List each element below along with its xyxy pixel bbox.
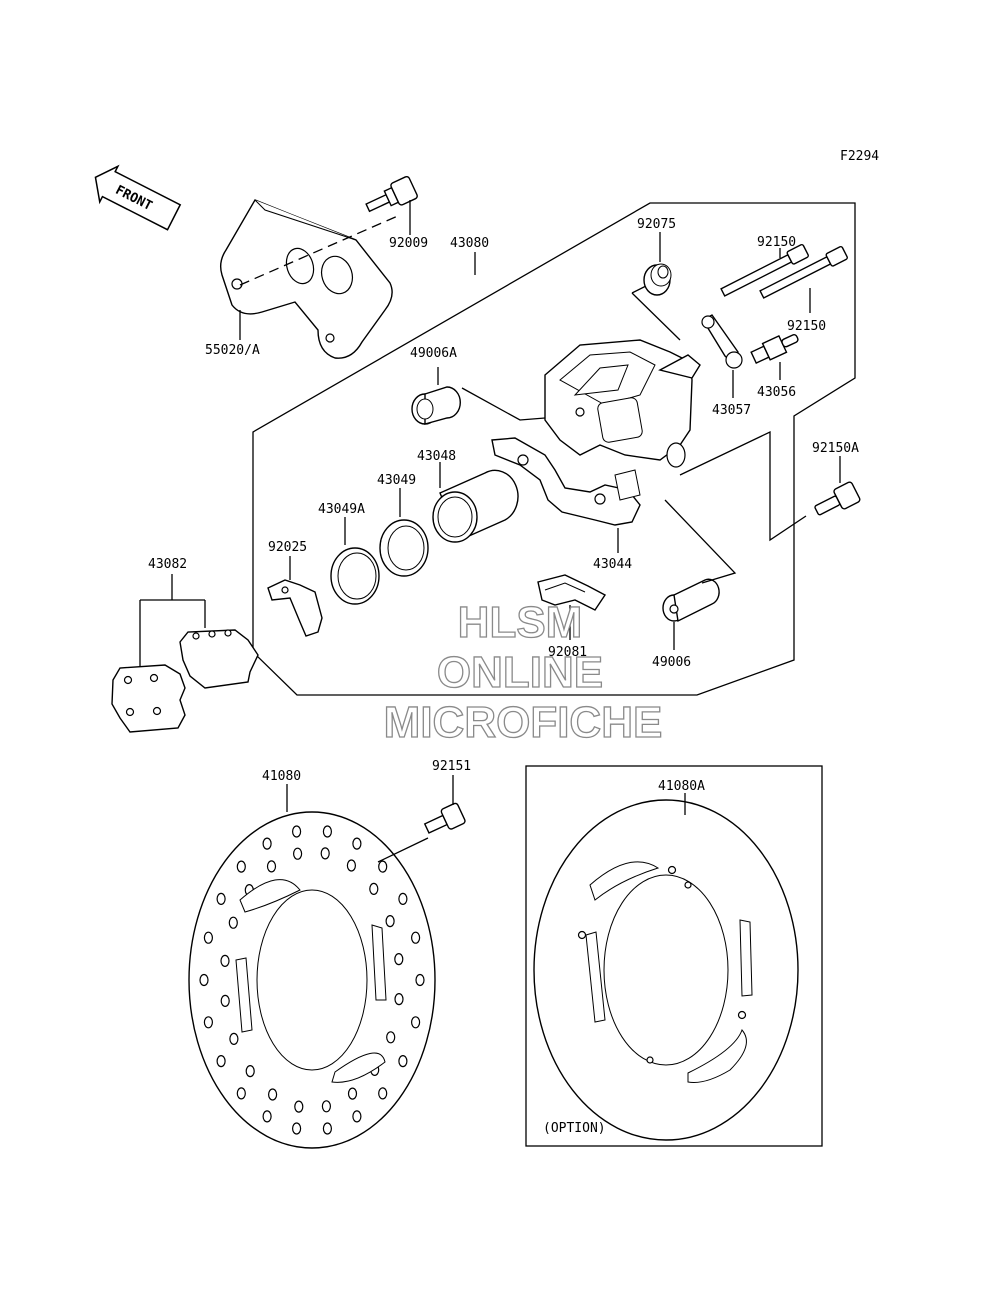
disc-hole	[236, 860, 246, 873]
label-92150a: 92150A	[812, 441, 859, 456]
label-92009: 92009	[389, 236, 428, 251]
label-43057: 43057	[712, 403, 751, 418]
option-note: (OPTION)	[543, 1121, 606, 1136]
disc-hole	[347, 1087, 358, 1100]
brake-disc-41080	[188, 811, 436, 1149]
disc-hole	[293, 847, 303, 860]
label-49006: 49006	[652, 655, 691, 670]
disc-hole	[245, 1064, 255, 1078]
disc-hole	[398, 892, 408, 906]
piston-43048	[432, 469, 519, 543]
bleeder-cap-43057	[701, 314, 743, 369]
figure-code: F2294	[840, 149, 879, 164]
disc-hole	[398, 1054, 408, 1068]
pin-92150-lower	[759, 245, 848, 299]
disc-hole	[394, 992, 404, 1006]
label-49006a: 49006A	[410, 346, 457, 361]
disc-hole	[236, 1087, 246, 1100]
brake-disc-41080a	[533, 799, 799, 1141]
pin-92150a	[814, 481, 861, 516]
disc-hole	[203, 931, 213, 944]
disc-hole	[216, 1054, 226, 1068]
label-92025: 92025	[268, 540, 307, 555]
watermark-line3: MICROFICHE	[384, 698, 663, 747]
label-92151: 92151	[432, 759, 471, 774]
disc-hole	[411, 1016, 421, 1029]
label-43049a: 43049A	[318, 502, 365, 517]
disc-hole	[294, 1100, 304, 1113]
label-41080a: 41080A	[658, 779, 705, 794]
disc-hole	[220, 994, 230, 1008]
disc-hole	[394, 952, 404, 966]
disc-hole	[199, 973, 209, 987]
disc-hole	[352, 1110, 362, 1123]
label-92150-top: 92150	[757, 235, 796, 250]
watermark-line1: HLSM	[458, 598, 583, 647]
caliper-holder-43044	[491, 437, 641, 526]
disc-hole	[228, 916, 238, 929]
label-92075: 92075	[637, 217, 676, 232]
disc-hole	[292, 1122, 302, 1135]
bleed-valve-43056	[750, 333, 799, 364]
disc-hole	[203, 1016, 213, 1029]
front-arrow-icon: FRONT	[94, 164, 182, 231]
brake-pad-rear	[179, 629, 259, 689]
label-92081: 92081	[548, 645, 587, 660]
bolt-92151	[423, 802, 466, 834]
pad-spring-92081	[537, 574, 607, 611]
boot-92075	[643, 263, 672, 296]
label-55020a: 55020/A	[205, 343, 260, 358]
disc-hole	[321, 1100, 331, 1113]
disc-hole	[220, 954, 230, 968]
bushing-49006	[662, 578, 720, 623]
disc-hole	[262, 837, 272, 850]
label-43082: 43082	[148, 557, 187, 572]
disc-hole	[415, 973, 425, 987]
disc-hole	[378, 860, 388, 873]
disc-hole	[292, 825, 302, 838]
label-41080: 41080	[262, 769, 301, 784]
pin-92150-upper	[720, 243, 809, 297]
label-43056: 43056	[757, 385, 796, 400]
disc-hole	[266, 860, 277, 873]
disc-hole	[385, 914, 395, 928]
brake-pad-front	[111, 664, 186, 733]
label-92150-bottom: 92150	[787, 319, 826, 334]
disc-hole	[369, 882, 379, 896]
disc-hole	[411, 931, 421, 944]
label-43044: 43044	[593, 557, 632, 572]
disc-hole	[216, 892, 226, 906]
bolt-92009	[365, 175, 418, 213]
disc-hole	[386, 1031, 396, 1044]
label-43049: 43049	[377, 473, 416, 488]
watermark-line2: ONLINE	[437, 648, 603, 697]
disc-hole	[268, 1088, 278, 1101]
disc-hole	[322, 1122, 332, 1135]
label-43048: 43048	[417, 449, 456, 464]
disc-hole	[229, 1032, 239, 1046]
disc-hole	[352, 837, 362, 850]
caliper-assembly-outline	[252, 202, 856, 696]
caliper-bracket-55020a	[219, 199, 393, 359]
label-43080: 43080	[450, 236, 489, 251]
disc-hole	[378, 1087, 388, 1100]
seal-43049	[379, 519, 429, 577]
disc-hole	[262, 1110, 272, 1123]
disc-hole	[320, 847, 330, 860]
spring-92025	[267, 579, 323, 637]
caliper-body	[544, 339, 701, 468]
option-box	[525, 765, 823, 1147]
seal-43049a	[330, 547, 380, 605]
disc-hole	[346, 859, 356, 872]
disc-hole	[322, 825, 332, 838]
sleeve-49006a	[411, 386, 461, 425]
